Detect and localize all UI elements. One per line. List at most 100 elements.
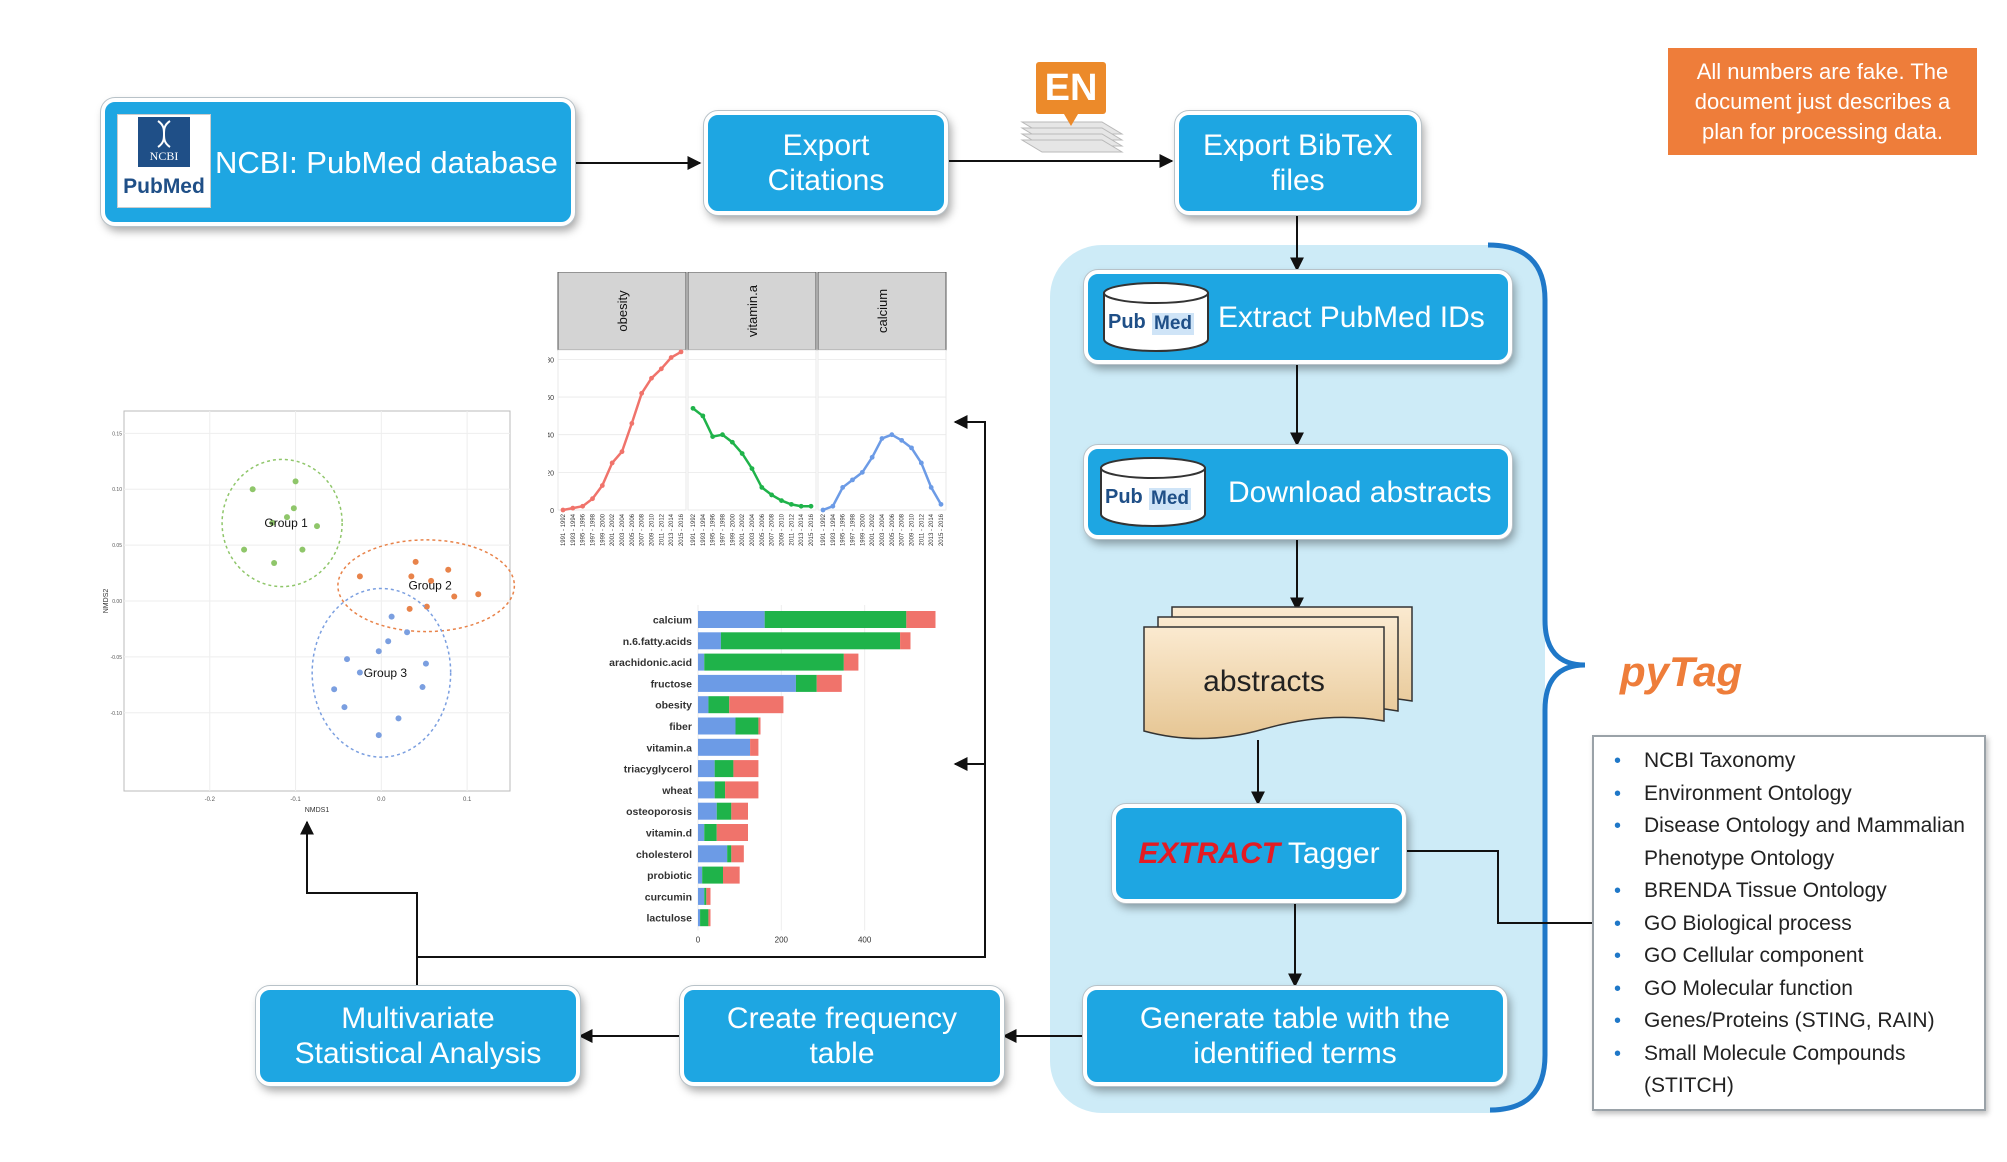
- bar-segment: [723, 866, 740, 884]
- x-tick-label: 2015 - 2016: [809, 513, 815, 546]
- category-label: wheat: [661, 785, 692, 797]
- ontology-item: NCBI Taxonomy: [1614, 745, 1974, 778]
- y-tick-label: -0.10: [111, 711, 123, 717]
- data-point: [808, 503, 814, 509]
- data-point: [859, 469, 865, 475]
- y-tick-label: 20: [548, 470, 554, 477]
- x-tick-label: 2001 - 2002: [740, 513, 746, 546]
- data-point: [580, 503, 586, 509]
- x-tick-label: 2003 - 2004: [880, 513, 886, 546]
- ncbi-logo: NCBI: [138, 117, 190, 167]
- ontology-item: GO Biological process: [1614, 908, 1974, 941]
- data-point: [395, 715, 402, 722]
- facet-strip: [817, 272, 947, 351]
- x-tick-label: 1995 - 1996: [581, 513, 587, 546]
- category-label: arachidonic.acid: [609, 657, 692, 669]
- data-point: [412, 558, 419, 565]
- y-tick-label: 0.15: [112, 431, 122, 437]
- data-point: [290, 505, 297, 512]
- data-point: [283, 514, 290, 521]
- data-point: [739, 451, 745, 456]
- x-tick-label: 2013 - 2014: [669, 513, 675, 546]
- data-point: [729, 439, 735, 445]
- x-tick-label: 0: [696, 936, 701, 945]
- x-tick-label: 0.1: [463, 797, 472, 803]
- extract-tagger-node[interactable]: EXTRACT Tagger: [1112, 804, 1406, 903]
- bar-segment: [843, 653, 859, 671]
- bar-segment: [725, 781, 759, 799]
- ncbi-pubmed-logo: NCBI PubMed: [117, 114, 211, 208]
- bar-segment: [714, 781, 726, 799]
- bar-segment: [716, 802, 732, 820]
- x-tick-label: 1997 - 1998: [591, 513, 597, 546]
- category-label: fructose: [651, 678, 693, 690]
- group-label: Group 1: [264, 516, 308, 530]
- facet-strip: [557, 272, 687, 351]
- x-tick-label: 2013 - 2014: [929, 513, 935, 546]
- dna-icon: [157, 120, 171, 148]
- data-point: [356, 573, 363, 580]
- data-point: [356, 669, 363, 676]
- multivariate-node[interactable]: Multivariate Statistical Analysis: [256, 986, 580, 1086]
- export-citations-node[interactable]: Export Citations: [704, 111, 948, 215]
- data-point: [869, 454, 875, 460]
- bar-segment: [758, 717, 761, 735]
- abstracts-label: abstracts: [1203, 665, 1325, 698]
- data-point: [299, 546, 306, 553]
- bar-segment: [706, 887, 711, 905]
- y-tick-label: 80: [548, 357, 554, 364]
- bar-segment: [698, 866, 703, 884]
- data-point: [269, 519, 276, 526]
- data-point: [928, 485, 934, 490]
- pubmed-wordmark: PubMed: [123, 175, 205, 198]
- data-point: [385, 638, 392, 645]
- data-point: [759, 485, 765, 490]
- data-point: [241, 546, 248, 553]
- group-label: Group 2: [408, 579, 452, 593]
- generate-table-node[interactable]: Generate table with the identified terms: [1083, 986, 1507, 1086]
- bar-segment: [906, 611, 936, 628]
- bar-segment: [816, 674, 842, 692]
- ontology-item: Environment Ontology: [1614, 778, 1974, 811]
- x-tick-label: 1997 - 1998: [721, 513, 727, 546]
- ontology-list: NCBI Taxonomy Environment Ontology Disea…: [1604, 745, 1974, 1103]
- x-tick-label: 2005 - 2006: [890, 513, 896, 546]
- data-point: [938, 501, 944, 507]
- facet-panel: [557, 349, 687, 511]
- category-label: probiotic: [647, 870, 692, 882]
- x-tick-label: 1993 - 1994: [831, 513, 837, 546]
- bar-segment: [698, 738, 751, 756]
- disclaimer-note: All numbers are fake. The document just …: [1668, 48, 1977, 155]
- bar-segment: [716, 824, 748, 841]
- x-tick-label: 2001 - 2002: [610, 513, 616, 546]
- data-point: [292, 478, 299, 485]
- data-point: [879, 436, 885, 441]
- category-label: cholesterol: [636, 849, 692, 861]
- data-point: [918, 460, 924, 466]
- category-label: lactulose: [646, 913, 692, 925]
- extract-tagger-prefix: EXTRACT: [1138, 837, 1281, 870]
- bar-segment: [698, 802, 717, 820]
- category-label: obesity: [655, 700, 692, 712]
- arrow-multivariate-to-scatter: [300, 820, 418, 988]
- y-tick-label: 0.05: [112, 543, 122, 549]
- x-tick-label: 2009 - 2010: [910, 513, 916, 546]
- x-tick-label: 1999 - 2000: [730, 513, 736, 546]
- data-point: [658, 366, 664, 372]
- x-tick-label: 2011 - 2012: [659, 513, 665, 545]
- data-point: [609, 460, 615, 466]
- bar-segment: [764, 611, 907, 628]
- export-bibtex-node[interactable]: Export BibTeX files: [1175, 111, 1421, 215]
- bar-segment: [720, 632, 901, 650]
- data-point: [451, 593, 458, 600]
- pytag-label: pyTag: [1620, 648, 1743, 695]
- data-point: [375, 732, 382, 739]
- data-point: [341, 704, 348, 711]
- frequency-table-node[interactable]: Create frequency table: [680, 986, 1004, 1086]
- data-point: [423, 603, 430, 610]
- y-tick-label: 40: [548, 433, 554, 440]
- data-point: [850, 477, 855, 483]
- bar-segment: [714, 760, 734, 778]
- y-axis-label: NMDS2: [103, 589, 110, 614]
